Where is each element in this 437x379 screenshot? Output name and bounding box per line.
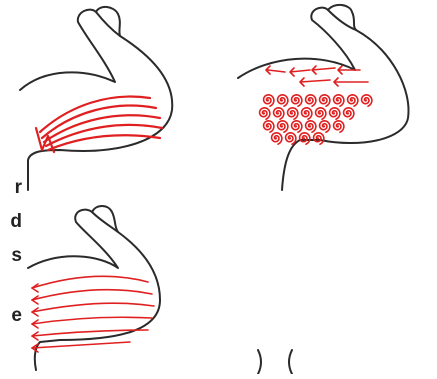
spiral-stroke <box>300 133 310 144</box>
spiral-stroke <box>362 95 372 106</box>
partial-figure-left-stroke <box>258 350 261 374</box>
arm-1-muscle-strokes <box>36 97 162 152</box>
arm-2-fist <box>328 5 356 30</box>
spiral-stroke <box>264 95 274 106</box>
spiral-stroke <box>272 133 282 144</box>
spiral-stroke <box>278 121 288 132</box>
spiral-stroke <box>274 108 284 119</box>
spiral-stroke <box>292 121 302 132</box>
spiral-stroke <box>320 95 330 106</box>
arm-1-outline <box>20 10 172 190</box>
arm-1-fist <box>96 7 120 36</box>
text-fragment-s: s <box>0 246 22 266</box>
spiral-stroke <box>334 121 344 132</box>
spiral-stroke <box>302 108 312 119</box>
spiral-stroke <box>306 121 316 132</box>
spiral-stroke <box>306 95 316 106</box>
text-fragment-r: r <box>0 178 22 198</box>
spiral-stroke <box>260 108 270 119</box>
text-fragment-d: d <box>0 212 22 232</box>
partial-figure-right-stroke <box>289 350 292 374</box>
spiral-stroke <box>264 121 274 132</box>
spiral-stroke <box>278 95 288 106</box>
spiral-stroke <box>286 133 296 144</box>
spiral-stroke <box>316 108 326 119</box>
spiral-stroke <box>348 95 358 106</box>
arm-2-spirals <box>260 95 372 144</box>
spiral-stroke <box>314 133 324 144</box>
spiral-stroke <box>288 108 298 119</box>
spiral-stroke <box>330 108 340 119</box>
partial-figure-bottom <box>258 350 292 374</box>
spiral-stroke <box>320 121 330 132</box>
arm-panel-3 <box>28 206 160 370</box>
spiral-stroke <box>334 95 344 106</box>
text-fragment-e: e <box>0 306 22 326</box>
arm-panel-2 <box>238 5 409 190</box>
arm-panel-1 <box>20 7 172 190</box>
spiral-stroke <box>344 108 354 119</box>
spiral-stroke <box>292 95 302 106</box>
